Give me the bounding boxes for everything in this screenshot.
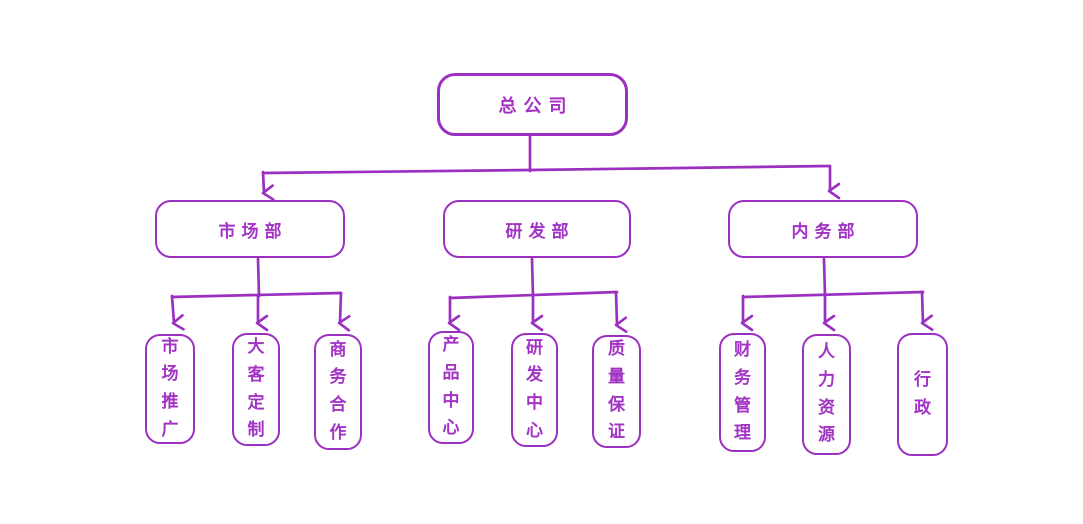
edge-arrow-leaf-8	[920, 290, 934, 332]
node-leaf-market-promotion[interactable]: 市场推广	[145, 334, 195, 444]
node-head-office-label: 总公司	[498, 95, 574, 117]
node-leaf-human-resources-label: 人力资源	[817, 342, 835, 446]
node-leaf-human-resources[interactable]: 人力资源	[802, 334, 851, 455]
node-dept-marketing[interactable]: 市场部	[155, 200, 345, 258]
node-leaf-market-promotion-label: 市场推广	[161, 336, 179, 440]
node-leaf-product-center-label: 产品中心	[442, 335, 460, 439]
edge-arrow-leaf-5	[614, 290, 628, 334]
edge-top-bar	[261, 164, 832, 175]
node-leaf-rnd-center[interactable]: 研发中心	[511, 333, 558, 447]
node-leaf-key-account-customization-label: 大客定制	[247, 337, 265, 441]
edge-dept1-stem	[530, 257, 535, 298]
node-leaf-financial-management-label: 财务管理	[733, 340, 751, 444]
node-leaf-quality-assurance-label: 质量保证	[607, 339, 625, 443]
node-leaf-administration-label: 行政	[913, 369, 931, 418]
node-leaf-business-cooperation-label: 商务合作	[329, 339, 347, 443]
node-head-office[interactable]: 总公司	[437, 73, 628, 136]
node-leaf-key-account-customization[interactable]: 大客定制	[232, 333, 280, 446]
node-leaf-quality-assurance[interactable]: 质量保证	[592, 335, 641, 448]
node-leaf-administration[interactable]: 行政	[897, 333, 948, 456]
node-dept-internal-affairs-label: 内务部	[791, 221, 861, 242]
edge-arrow-leaf-0	[170, 294, 185, 331]
edge-arrow-leaf-2	[337, 291, 351, 332]
node-leaf-financial-management[interactable]: 财务管理	[719, 333, 766, 452]
edge-group1-bar	[448, 290, 619, 300]
node-dept-rnd-label: 研发部	[505, 221, 575, 242]
node-dept-marketing-label: 市场部	[218, 221, 288, 242]
node-leaf-rnd-center-label: 研发中心	[525, 337, 543, 441]
node-dept-internal-affairs[interactable]: 内务部	[728, 200, 918, 258]
node-dept-rnd[interactable]: 研发部	[443, 200, 631, 258]
edge-dept0-stem	[256, 257, 261, 298]
node-leaf-product-center[interactable]: 产品中心	[428, 331, 474, 444]
edge-group0-bar	[170, 291, 343, 299]
edge-dept2-stem	[822, 257, 827, 298]
edge-group2-bar	[741, 290, 925, 299]
node-leaf-business-cooperation[interactable]: 商务合作	[314, 334, 362, 450]
edge-arrow-dept-0	[261, 170, 275, 201]
